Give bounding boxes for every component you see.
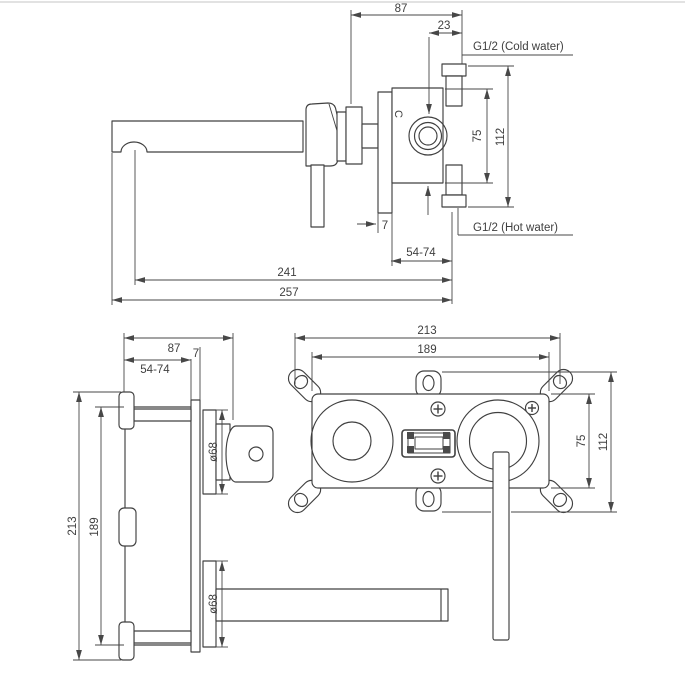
lug-top-center — [415, 370, 442, 398]
dim-5474-label-side: 54-74 — [406, 247, 436, 259]
dim-257-label: 257 — [279, 287, 298, 299]
cartridge-circle-mid — [413, 121, 443, 151]
spout-bar-plan — [215, 588, 449, 622]
mounting-plate-side — [377, 91, 393, 214]
bottom-screw-channel — [133, 630, 192, 644]
dim-213-label-plan: 213 — [67, 516, 79, 535]
side-view: C 87 23 G1/2 (Cold water) 75 112 7 G1/2 … — [111, 3, 573, 305]
lug-top-center-hole — [422, 374, 435, 392]
lever-end-circle — [248, 446, 264, 462]
spout-opening-inner — [332, 421, 372, 461]
spout-outline — [111, 120, 304, 153]
dim-5474-label-plan: 54-74 — [140, 364, 170, 376]
dim-75-label-side: 75 — [472, 130, 484, 143]
lug-bottom-center — [415, 484, 442, 512]
handle-cap-outline — [305, 102, 343, 167]
dim-23-label: 23 — [438, 20, 451, 32]
hot-port-cap — [441, 194, 467, 208]
plan-view: 87 7 54-74 213 189 ø68 ø68 — [67, 333, 449, 661]
handle-base-cylinder — [336, 111, 347, 162]
cold-port-body — [445, 75, 463, 107]
front-view: 213 189 75 112 — [287, 325, 617, 641]
dim-189-label-plan: 189 — [89, 517, 101, 536]
dim-7-label-plan: 7 — [193, 348, 199, 360]
mid-clip — [118, 507, 137, 547]
center-bracket — [401, 429, 456, 458]
screw-top — [430, 401, 446, 417]
dim-189-label-front: 189 — [417, 344, 436, 356]
dim-87-label-side: 87 — [395, 3, 408, 15]
flange-plate-plan — [190, 399, 201, 653]
lug-bottom-center-hole — [422, 490, 435, 508]
screw-cartridge — [524, 400, 540, 416]
dim-213-label-front: 213 — [417, 325, 436, 337]
cold-water-label: G1/2 (Cold water) — [473, 41, 564, 53]
hot-port-body — [445, 164, 463, 196]
dim-241-label: 241 — [277, 267, 296, 279]
dim-112-label-front: 112 — [598, 433, 610, 451]
cartridge-c-mark: C — [392, 110, 404, 118]
dim-7-label-side: 7 — [382, 220, 388, 232]
box-front-outline — [311, 393, 550, 489]
bottom-clip — [118, 621, 135, 661]
dim-75-label-front: 75 — [576, 435, 588, 448]
spout-opening-outer — [310, 399, 394, 483]
dim-112-label-side: 112 — [495, 128, 507, 146]
cartridge-circle-inner — [418, 126, 438, 146]
handle-lever — [310, 164, 325, 228]
lever-front — [492, 451, 510, 641]
cold-port-cap — [441, 63, 467, 77]
top-clip — [118, 391, 135, 430]
cartridge-circle-outer — [408, 116, 448, 156]
valve-body — [391, 87, 444, 184]
handle-escutcheon-side — [345, 106, 363, 165]
hot-water-label: G1/2 (Hot water) — [473, 222, 558, 234]
cartridge-stem — [361, 123, 379, 149]
dim-87-label-plan: 87 — [168, 343, 181, 355]
screw-bottom — [430, 468, 446, 484]
top-screw-channel — [133, 408, 192, 422]
dim-68-handle-label: ø68 — [208, 442, 220, 462]
dim-68-spout-label: ø68 — [208, 594, 220, 614]
